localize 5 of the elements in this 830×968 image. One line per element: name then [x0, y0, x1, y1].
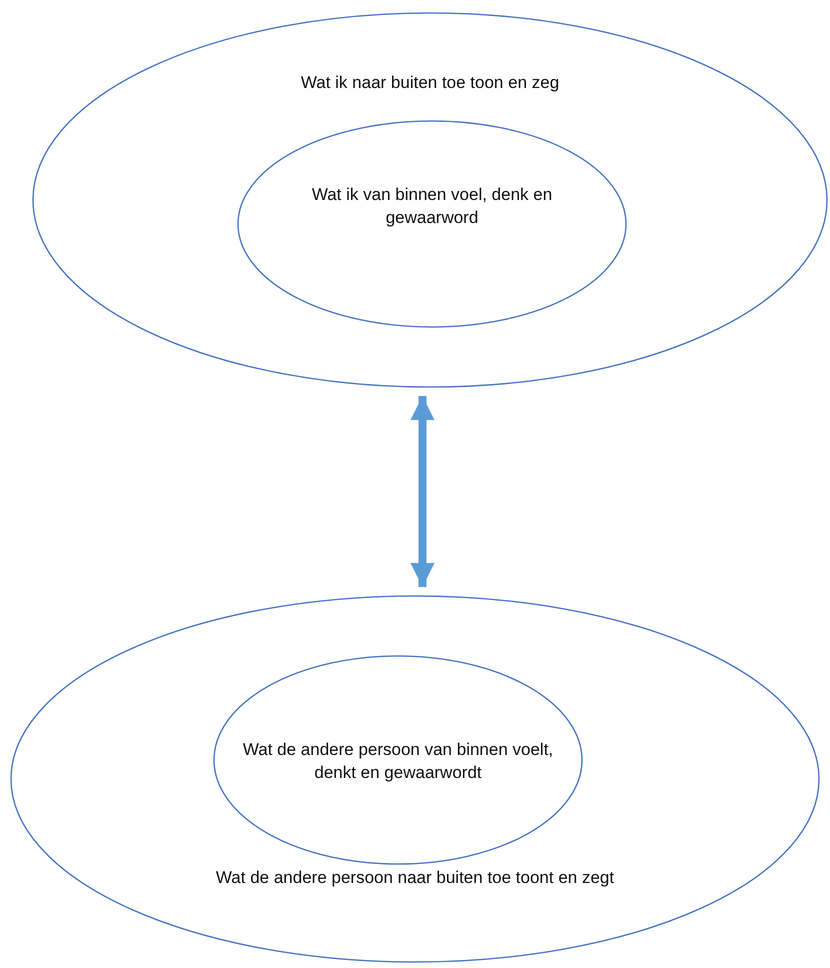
ellipse-label: Wat ik van binnen voel, denk en gewaarword	[310, 184, 554, 229]
double-arrow	[410, 396, 434, 587]
ellipse-label: Wat de andere persoon van binnen voelt, denkt en gewaarwordt	[242, 739, 554, 784]
ellipse-label: Wat ik naar buiten toe toon en zeg	[300, 72, 560, 94]
ellipse-label: Wat de andere persoon naar buiten toe toont en zegt	[214, 867, 616, 889]
